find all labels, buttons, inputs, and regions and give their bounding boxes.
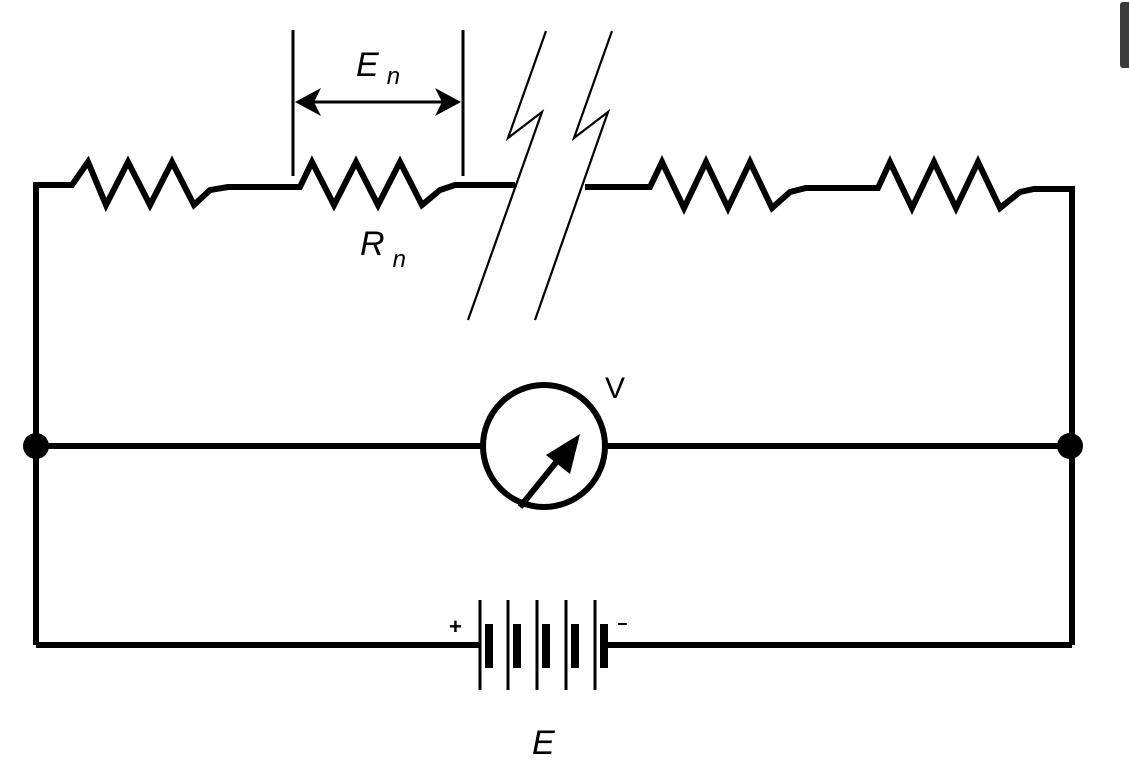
junction-right: [1057, 433, 1083, 459]
voltmeter-label: V: [605, 372, 625, 405]
top-resistor-chain: [33, 155, 515, 645]
battery-branch: [36, 600, 1072, 690]
battery-label: E: [532, 724, 555, 762]
scrollbar-thumb[interactable]: [1120, 2, 1129, 68]
junction-left: [23, 433, 49, 459]
en-label-sub: n: [387, 63, 400, 90]
battery-plus-label: +: [449, 614, 462, 639]
voltmeter-needle-head: [546, 434, 580, 474]
break-symbol: [466, 30, 614, 321]
arrow-left-head: [295, 88, 321, 116]
rn-label-sub: n: [393, 246, 406, 273]
battery-cells: [478, 600, 608, 690]
voltmeter-branch: [23, 382, 1083, 510]
arrow-right-head: [435, 88, 461, 116]
voltmeter-needle: [517, 453, 565, 509]
voltmeter-circle: [480, 382, 608, 510]
rn-label-main: R: [360, 225, 385, 263]
en-measurement-bracket: [291, 30, 465, 176]
battery-minus-label: −: [617, 614, 628, 634]
top-resistor-chain-right: [585, 154, 1075, 645]
en-label-main: E: [356, 46, 379, 84]
